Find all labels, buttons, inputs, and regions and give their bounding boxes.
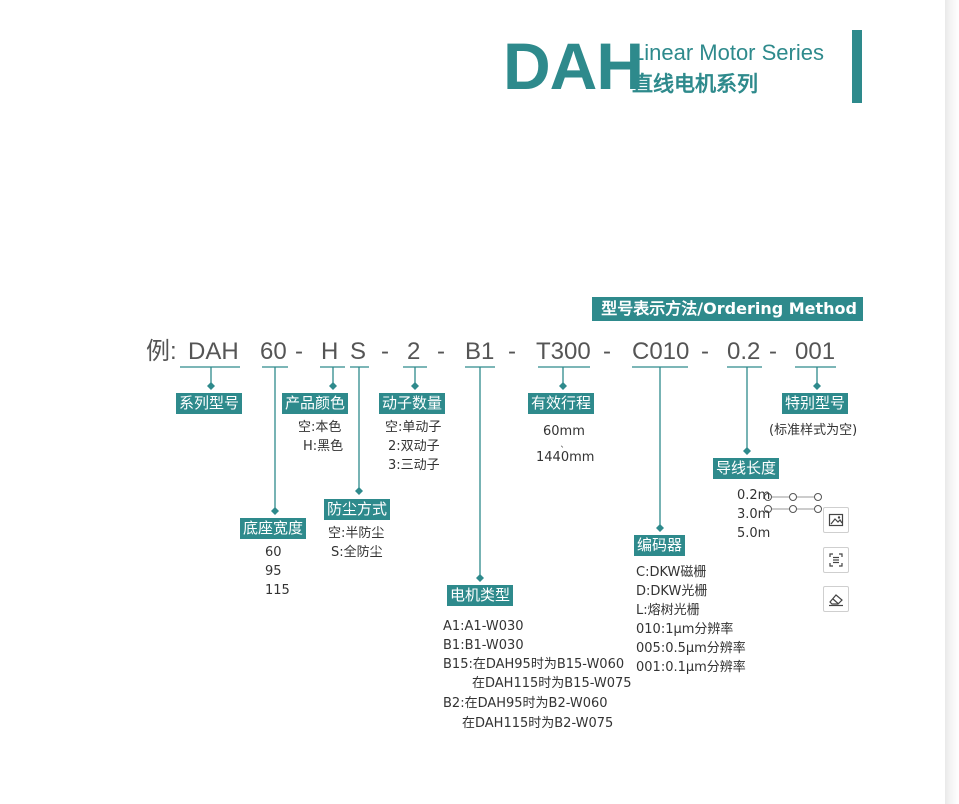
brand-title: DAH xyxy=(503,29,644,103)
header-accent-bar xyxy=(852,30,862,103)
label-stroke: 有效行程 xyxy=(528,393,595,414)
label-color: 产品颜色 xyxy=(282,393,349,414)
motor-type-value: B2:在DAH95时为B2-W060 xyxy=(443,696,608,711)
stroke-range-mark: ˎ xyxy=(560,437,565,448)
image-icon xyxy=(828,513,844,527)
base-width-value: 115 xyxy=(265,583,290,598)
code-width: 60 xyxy=(260,338,287,365)
label-series: 系列型号 xyxy=(176,393,243,414)
stroke-value: 60mm xyxy=(543,424,585,439)
encoder-value: C:DKW磁栅 xyxy=(636,565,707,580)
series-title-en: Linear Motor Series xyxy=(632,40,824,65)
motor-type-value: A1:A1-W030 xyxy=(443,619,524,634)
stroke-value: 1440mm xyxy=(536,450,595,465)
text-select-icon xyxy=(829,553,843,567)
eraser-tool-button[interactable] xyxy=(823,586,849,612)
code-special: 001 xyxy=(795,338,836,365)
example-prefix: 例: xyxy=(146,338,177,365)
label-dust: 防尘方式 xyxy=(324,499,391,520)
dust-value: S:全防尘 xyxy=(331,545,383,560)
ordering-method-heading: 型号表示方法/Ordering Method xyxy=(592,297,863,321)
page-edge-shadow xyxy=(945,0,959,804)
movers-value: 3:三动子 xyxy=(388,458,440,473)
code-dash: - xyxy=(295,338,303,365)
code-dash: - xyxy=(381,338,389,365)
base-width-value: 60 xyxy=(265,545,282,560)
cable-value: 0.2m xyxy=(737,488,771,503)
code-motor-type: B1 xyxy=(465,338,495,365)
code-stroke: T300 xyxy=(536,338,591,365)
motor-type-value: B1:B1-W030 xyxy=(443,638,524,653)
label-base-width: 底座宽度 xyxy=(240,518,307,539)
code-dash: - xyxy=(701,338,709,365)
image-tool-button[interactable] xyxy=(823,507,849,533)
code-dash: - xyxy=(508,338,516,365)
encoder-value: 001:0.1μm分辨率 xyxy=(636,660,746,675)
motor-type-value: 在DAH115时为B15-W075 xyxy=(472,676,632,691)
color-value: H:黑色 xyxy=(303,439,344,454)
code-series: DAH xyxy=(188,338,239,365)
eraser-icon xyxy=(829,594,843,607)
base-width-value: 95 xyxy=(265,564,282,579)
code-color: H xyxy=(321,338,339,365)
encoder-value: D:DKW光栅 xyxy=(636,584,708,599)
encoder-value: 010:1μm分辨率 xyxy=(636,622,734,637)
code-movers: 2 xyxy=(407,338,421,365)
code-dash: - xyxy=(603,338,611,365)
cable-value: 3.0m xyxy=(737,507,771,522)
dust-value: 空:半防尘 xyxy=(328,526,385,541)
code-dust: S xyxy=(350,338,367,365)
code-encoder: C010 xyxy=(632,338,690,365)
label-cable: 导线长度 xyxy=(713,458,780,479)
label-special: 特别型号 xyxy=(782,393,849,414)
motor-type-value: 在DAH115时为B2-W075 xyxy=(462,716,614,731)
movers-value: 空:单动子 xyxy=(385,420,442,435)
code-dash: - xyxy=(769,338,777,365)
encoder-value: 005:0.5μm分辨率 xyxy=(636,641,746,656)
code-cable: 0.2 xyxy=(727,338,761,365)
code-dash: - xyxy=(437,338,445,365)
series-title-cn: 直线电机系列 xyxy=(632,72,758,96)
movers-value: 2:双动子 xyxy=(388,439,440,454)
label-encoder: 编码器 xyxy=(634,535,686,556)
special-value: (标准样式为空) xyxy=(769,423,858,438)
cable-value: 5.0m xyxy=(737,526,771,541)
label-movers: 动子数量 xyxy=(379,393,446,414)
text-select-tool-button[interactable] xyxy=(823,547,849,573)
encoder-value: L:熔树光栅 xyxy=(636,603,700,618)
label-motor-type: 电机类型 xyxy=(447,585,514,606)
color-value: 空:本色 xyxy=(298,420,342,435)
motor-type-value: B15:在DAH95时为B15-W060 xyxy=(443,657,625,672)
